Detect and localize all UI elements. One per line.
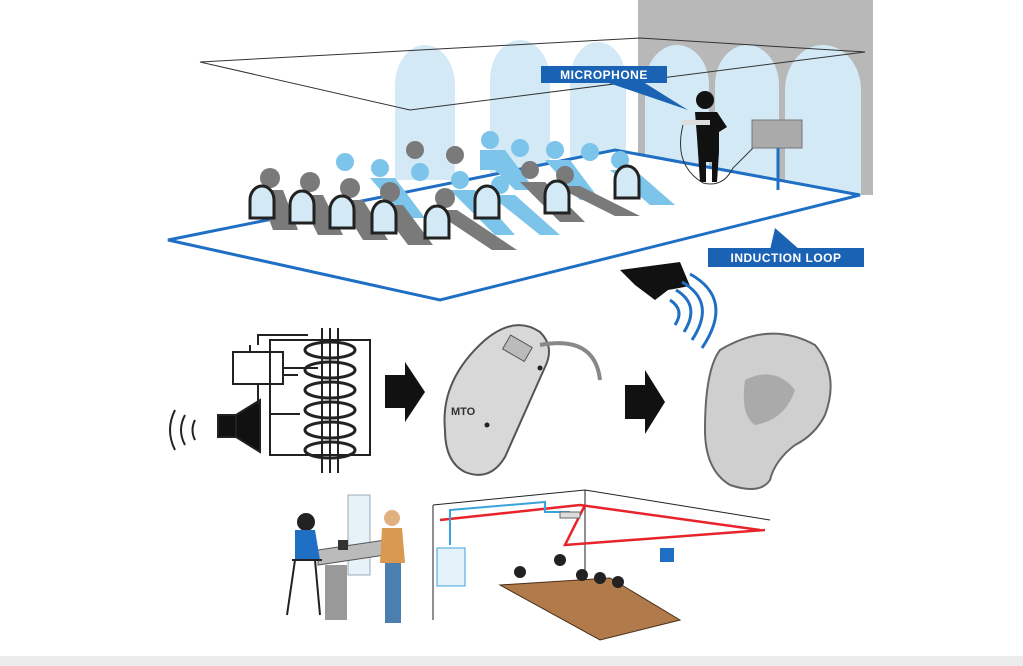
microphone-label-text: MICROPHONE [560,68,648,82]
bottom-edge [0,656,1023,666]
signal-waves-icon [669,272,718,349]
microphone-label: MICROPHONE [541,66,688,110]
loop-driver-schematic [169,328,371,473]
ear-illustration [703,332,832,490]
microphone-cable [680,124,759,185]
loop-amplifier [751,119,803,190]
seated-audience [248,131,675,250]
mto-switch-label: MTO [451,406,476,418]
arrow-right-icon [385,362,425,422]
arrow-right-icon [625,370,665,434]
induction-loop-label: INDUCTION LOOP [708,228,864,267]
down-arrow-icon [620,262,690,300]
meeting-room-loop-scene [432,489,771,641]
speaker-silhouette [682,91,727,182]
hearing-aid: MTO [443,324,602,476]
induction-loop-label-text: INDUCTION LOOP [731,251,842,265]
counter-hearing-loop-scene [286,494,405,623]
room-ceiling-outline [199,37,866,111]
